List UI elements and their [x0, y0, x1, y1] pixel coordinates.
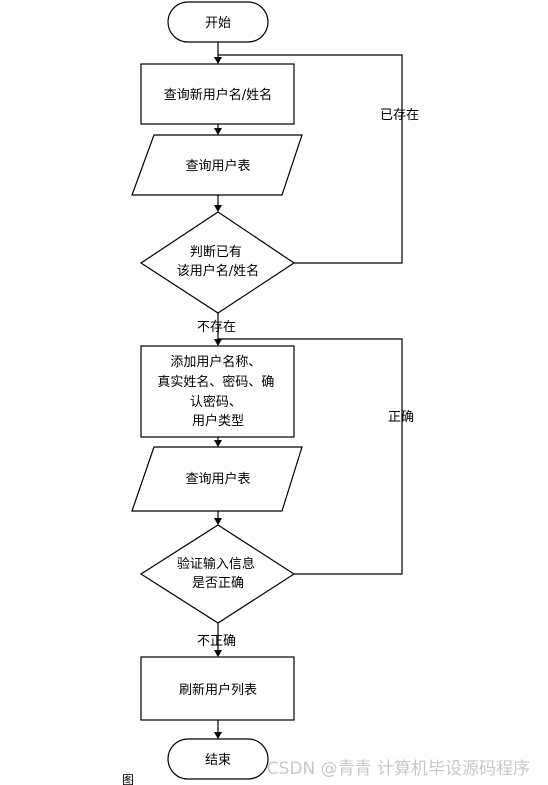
node-add-user-info-line-4: 用户类型 [192, 413, 244, 429]
node-refresh-list: 刷新用户列表 [140, 656, 295, 721]
node-start-label: 开始 [205, 16, 231, 31]
node-end: 结束 [167, 738, 269, 780]
node-verify-info: 验证输入信息 是否正确 [139, 524, 296, 624]
arrowhead [214, 518, 222, 525]
arrowhead [214, 128, 222, 135]
watermark: CSDN @青青 计算机毕设源码程序 [267, 759, 530, 779]
edge-correct-loop [218, 338, 403, 575]
arrowhead [214, 205, 222, 212]
node-add-user-info: 添加用户名称、 真实姓名、密码、确 认密码、 用户类型 [140, 345, 295, 438]
node-query-new-user-label: 查询新用户名/姓名 [164, 87, 272, 103]
node-check-exists: 判断已有 该用户名/姓名 [139, 211, 296, 314]
arrowhead [214, 440, 222, 447]
edge-label-not-exists: 不存在 [197, 320, 236, 335]
node-add-user-info-label: 添加用户名称、 真实姓名、密码、确 认密码、 用户类型 [157, 354, 278, 429]
node-query-user-table-2-label: 查询用户表 [185, 471, 250, 487]
node-query-new-user: 查询新用户名/姓名 [140, 63, 295, 125]
node-query-user-table-1-label: 查询用户表 [185, 158, 250, 174]
node-verify-info-line-2: 是否正确 [192, 576, 244, 591]
arrowhead [214, 732, 222, 739]
edge-label-correct: 正确 [388, 410, 414, 425]
figure-caption: 图 [122, 773, 134, 785]
node-check-exists-line-2: 该用户名/姓名 [177, 263, 259, 279]
arrowhead [214, 339, 222, 346]
node-check-exists-label: 判断已有 该用户名/姓名 [177, 245, 259, 279]
node-query-user-table-2: 查询用户表 [131, 446, 303, 512]
node-check-exists-line-1: 判断已有 [190, 245, 242, 260]
node-add-user-info-line-1: 添加用户名称、 [170, 354, 261, 370]
edges [214, 42, 403, 739]
edge-label-already-exists: 已存在 [380, 108, 419, 123]
node-end-label: 结束 [205, 753, 231, 768]
node-verify-info-line-1: 验证输入信息 [177, 556, 255, 572]
node-start: 开始 [167, 1, 269, 43]
node-query-user-table-1: 查询用户表 [131, 134, 303, 196]
edge-exists-loop [218, 54, 403, 264]
node-refresh-list-label: 刷新用户列表 [179, 682, 257, 698]
arrowhead [214, 57, 222, 64]
node-add-user-info-line-3: 认密码、 [190, 394, 242, 410]
edge-label-incorrect: 不正确 [197, 634, 236, 649]
arrowhead [214, 650, 222, 657]
node-verify-info-label: 验证输入信息 是否正确 [177, 556, 259, 591]
node-add-user-info-line-2: 真实姓名、密码、确 [157, 374, 274, 390]
